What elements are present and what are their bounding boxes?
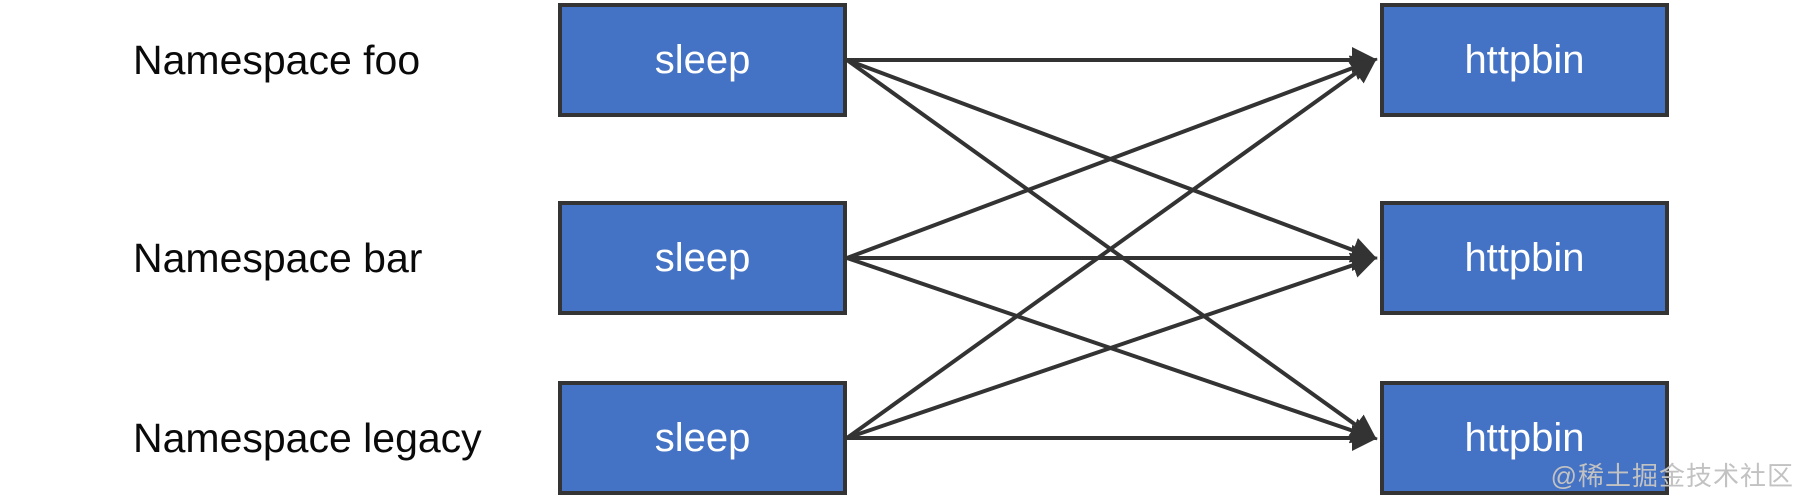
httpbin-node-foo: httpbin [1380, 3, 1669, 117]
httpbin-node-bar: httpbin [1380, 201, 1669, 315]
namespace-legacy-label: Namespace legacy [133, 414, 482, 461]
namespace-foo-label: Namespace foo [133, 36, 421, 83]
watermark: @稀土掘金技术社区 [1550, 461, 1794, 491]
namespace-bar-label: Namespace bar [133, 234, 423, 281]
sleep-node-legacy: sleep [558, 381, 847, 495]
sleep-node-bar: sleep [558, 201, 847, 315]
sleep-node-foo: sleep [558, 3, 847, 117]
httpbin-node-legacy: httpbin [1380, 381, 1669, 495]
